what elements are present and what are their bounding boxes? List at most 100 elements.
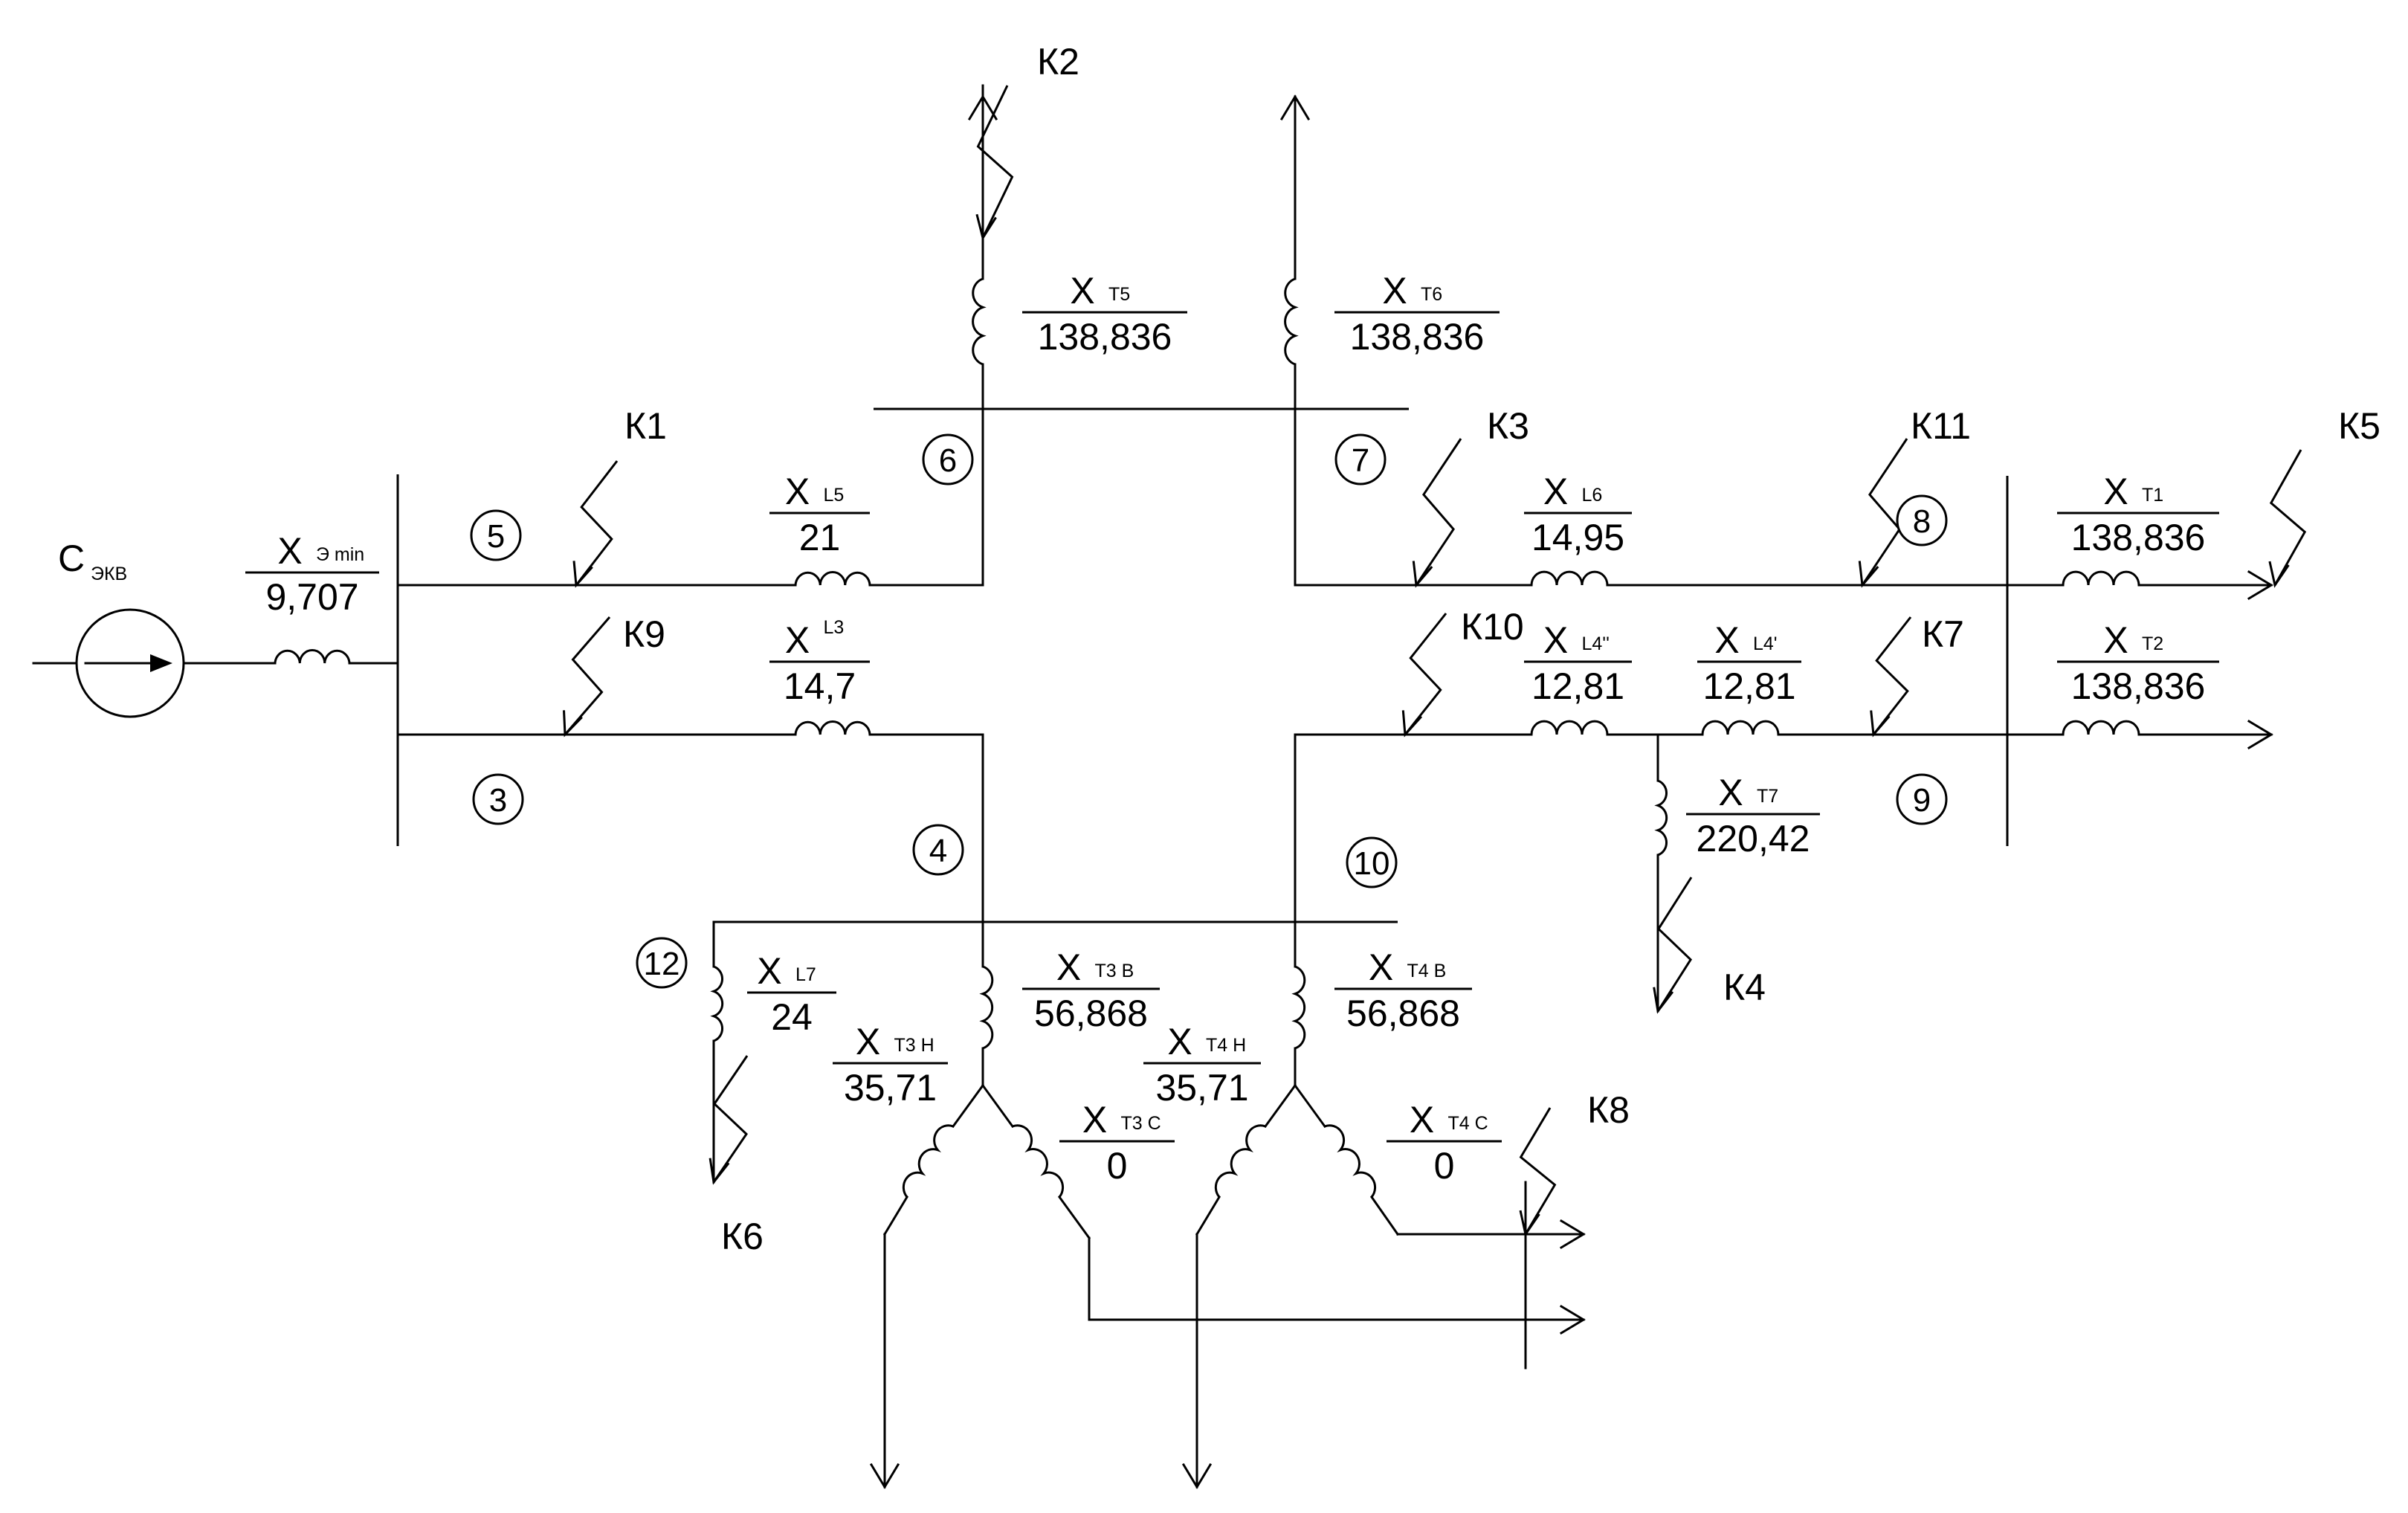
fault-points: [563, 85, 2307, 1237]
node-number-12: 12: [644, 946, 680, 982]
label-value-xt1: 138,836: [2071, 517, 2206, 558]
label-value-xt4b: 56,868: [1346, 993, 1460, 1034]
label-subscript-xl7: L7: [795, 964, 816, 985]
label-value-xt3h: 35,71: [844, 1067, 937, 1109]
label-symbol-xt4b: X: [1369, 946, 1393, 988]
fault-k11: [1861, 438, 1908, 586]
arrow-t6-up-icon: [1279, 94, 1311, 121]
label-symbol-xt3b: X: [1056, 946, 1081, 988]
fault-k9-head-icon: [563, 710, 583, 738]
label-value-xt7: 220,42: [1697, 818, 1810, 859]
wire-t4-h-down: [1195, 1195, 1221, 1236]
source-subscript: ЭКВ: [91, 564, 127, 584]
label-symbol-xl4b: X: [1543, 619, 1568, 661]
fault-k3: [1415, 438, 1462, 586]
fault-k2: [976, 85, 1014, 239]
fault-k3-head-icon: [1412, 561, 1433, 588]
label-symbol-xl6: X: [1543, 471, 1568, 512]
coil-xl4a: [1701, 720, 1780, 735]
label-value-xl7: 24: [771, 996, 813, 1038]
fault-k1-head-icon: [572, 561, 593, 588]
fault-k5: [2269, 449, 2307, 586]
label-value-xt6: 138,836: [1350, 316, 1485, 358]
node-number-7: 7: [1352, 442, 1369, 479]
fault-k4: [1656, 877, 1693, 1012]
label-symbol-xe: X: [277, 530, 302, 572]
label-value-xe: 9,707: [265, 576, 358, 618]
wiring: [32, 84, 2273, 1488]
label-subscript-xt4h: T4 H: [1206, 1035, 1246, 1056]
source-symbol: C: [58, 538, 85, 579]
fault-label-k5: К5: [2338, 405, 2380, 447]
arrow-t2-out-icon: [2247, 719, 2273, 750]
label-symbol-xt7: X: [1718, 772, 1743, 813]
fault-k10-head-icon: [1401, 710, 1423, 738]
node-number-3: 3: [489, 782, 507, 819]
arrow-t3h-icon: [869, 1462, 900, 1489]
label-subscript-xl5: L5: [824, 485, 845, 506]
coil-xl4b: [1530, 720, 1609, 735]
wire-t4-h-lead: [1263, 1083, 1297, 1129]
label-symbol-xl5: X: [785, 471, 810, 512]
fault-label-k4: К4: [1723, 967, 1766, 1008]
node-circle-9: [1896, 773, 1948, 825]
fault-k4-head-icon: [1653, 987, 1674, 1014]
label-subscript-xl4a: L4': [1753, 633, 1778, 654]
fault-k6: [712, 1055, 749, 1183]
fault-k7: [1872, 616, 1912, 735]
fault-label-k7: К7: [1922, 613, 1964, 655]
label-subscript-xt1: T1: [2142, 485, 2163, 506]
label-symbol-xt4h: X: [1167, 1021, 1192, 1062]
label-value-xl6: 14,95: [1531, 517, 1624, 558]
label-symbol-xt4c: X: [1410, 1099, 1434, 1141]
label-value-xt4h: 35,71: [1155, 1067, 1248, 1109]
arrow-t4h-icon: [1181, 1462, 1213, 1489]
fault-label-k8: К8: [1587, 1089, 1630, 1131]
fault-label-k10: К10: [1461, 606, 1524, 648]
coil-xt7: [1654, 779, 1668, 856]
label-symbol-xl3: X: [785, 619, 810, 661]
node-number-4: 4: [929, 833, 947, 869]
node-circle-10: [1346, 836, 1398, 888]
fault-k8-head-icon: [1519, 1210, 1540, 1237]
fault-k9: [564, 616, 611, 735]
coil-xt4b: [1291, 965, 1306, 1050]
coil-xt4h: [1214, 1124, 1266, 1198]
fault-label-k1: К1: [624, 405, 667, 447]
coil-xt5: [972, 277, 987, 366]
fault-k10: [1404, 613, 1447, 735]
coil-xl5: [794, 570, 871, 586]
label-subscript-xl6: L6: [1582, 485, 1603, 506]
label-symbol-xt3c: X: [1082, 1099, 1107, 1141]
node-number-9: 9: [1913, 782, 1931, 819]
node-number-8: 8: [1913, 503, 1931, 540]
arrow-t1-out-icon: [2247, 570, 2273, 601]
fault-k11-head-icon: [1858, 561, 1879, 588]
label-value-xl3: 14,7: [784, 665, 856, 707]
node-circle-12: [636, 937, 688, 989]
arrow-t5-up-icon: [967, 94, 998, 121]
arrow-t3c-icon: [1559, 1304, 1586, 1335]
coil-xt4c: [1324, 1124, 1377, 1198]
label-value-xl4b: 12,81: [1531, 665, 1624, 707]
wire-t4-c-lead: [1293, 1083, 1327, 1129]
label-subscript-xt3h: T3 H: [894, 1035, 935, 1056]
coil-xt3h: [902, 1124, 954, 1198]
coil-xl7: [710, 965, 724, 1042]
wire-t3-h-lead: [951, 1083, 985, 1129]
node-circle-7: [1334, 433, 1387, 485]
fault-k7-head-icon: [1870, 710, 1891, 738]
node-number-10: 10: [1354, 845, 1390, 882]
label-value-xt4c: 0: [1434, 1145, 1455, 1187]
node-circle-5: [470, 509, 522, 561]
load-arrows: [869, 94, 2273, 1489]
label-value-xt3c: 0: [1107, 1145, 1128, 1187]
coil-xl6: [1530, 570, 1609, 586]
label-subscript-xt6: T6: [1421, 284, 1442, 305]
node-circle-6: [922, 433, 974, 485]
label-subscript-xt4c: T4 C: [1448, 1113, 1488, 1134]
arrow-t4c-icon: [1559, 1219, 1586, 1250]
